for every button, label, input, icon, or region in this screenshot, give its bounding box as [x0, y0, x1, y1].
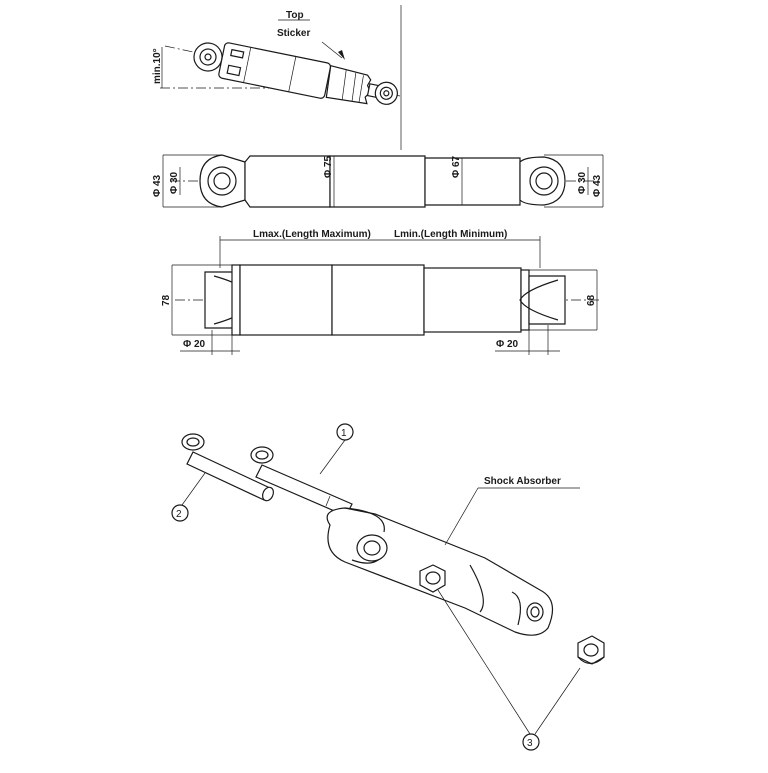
callout-3-number: 3 — [527, 738, 533, 749]
body-step-line — [469, 564, 484, 613]
left-eye-housing — [199, 154, 246, 208]
nut-part-3-loose — [577, 635, 605, 665]
bolt-head-top — [186, 437, 200, 447]
top-view: Φ 43 Φ 30 Φ 75 Φ 67 Φ 30 Φ 43 — [152, 154, 604, 208]
upper-mount-detail — [226, 48, 245, 77]
callout-1-number: 1 — [341, 428, 347, 439]
dia-43-left-label: Φ 43 — [152, 174, 163, 197]
right-eye-ring — [529, 166, 559, 196]
lmax-label: Lmax.(Length Maximum) — [253, 229, 371, 240]
left-eye-hole — [213, 172, 231, 190]
height-78-label: 78 — [161, 294, 172, 306]
bolt-thread-start — [325, 495, 331, 507]
bolt-head-top — [255, 450, 269, 460]
boot-folds — [341, 69, 364, 103]
nut-flange — [577, 656, 605, 665]
front-body-right — [423, 267, 522, 333]
right-bushing-curve — [519, 279, 559, 321]
top-eye-bore — [363, 540, 381, 556]
dia-30-right-label: Φ 30 — [577, 171, 588, 194]
dust-boot — [325, 64, 372, 105]
bolt-part-1 — [250, 446, 353, 517]
right-eye-housing — [519, 156, 566, 206]
upper-body — [218, 42, 332, 99]
right-eye-hole — [535, 172, 553, 190]
front-body-mid — [331, 264, 425, 336]
dia-30-left-label: Φ 30 — [169, 171, 180, 194]
callout-1-circle — [336, 423, 354, 441]
callout-1-leader — [319, 439, 346, 475]
top-eye-bolt — [204, 53, 212, 61]
top-eye-bushing — [356, 534, 388, 562]
bolt-head — [250, 446, 274, 464]
installed-view: min.10° Top Sticker — [152, 5, 402, 150]
dia-67-label: Φ 67 — [451, 155, 462, 178]
main-body-right — [424, 157, 521, 206]
bottom-eye-bore — [530, 606, 540, 618]
front-view: Lmax.(Length Maximum) Lmin.(Length Minim… — [161, 229, 600, 355]
shock-absorber-label: Shock Absorber — [484, 476, 561, 487]
angle-label: min.10° — [152, 48, 163, 84]
shock-side-view — [193, 42, 398, 105]
callout-3-leader-a — [437, 589, 531, 735]
nut-hex — [419, 564, 446, 593]
bottom-eye-outer — [374, 81, 398, 105]
bolt-tip — [261, 486, 275, 502]
top-label: Top — [286, 10, 304, 21]
sticker-leader — [321, 41, 343, 59]
left-flange — [231, 264, 241, 336]
dia-20-left-label: Φ 20 — [183, 339, 206, 350]
dia-20-right-label: Φ 20 — [496, 339, 519, 350]
callout-2-number: 2 — [176, 509, 182, 520]
bottom-eye-bushing — [526, 602, 544, 622]
height-68-label: 68 — [586, 294, 597, 306]
bottom-eye-inner — [379, 86, 393, 100]
body-seam — [243, 47, 252, 83]
top-eye-inner — [199, 48, 217, 66]
callout-2-leader — [181, 472, 206, 506]
dia-43-right-label: Φ 43 — [592, 174, 603, 197]
left-eye-ring — [207, 166, 237, 196]
nut-bore — [583, 643, 599, 657]
shock-label-leader — [444, 487, 479, 546]
bottom-eye-bolt — [383, 90, 390, 97]
front-body-left — [239, 264, 333, 336]
callout-2-circle — [171, 504, 189, 522]
sticker-arrowhead — [338, 50, 345, 60]
sticker-label: Sticker — [277, 28, 310, 39]
main-body-mid — [329, 155, 426, 208]
exploded-assembly-view: 1 2 3 Shock Absorber — [171, 423, 605, 751]
callout-3-leader-b — [534, 667, 581, 735]
lower-eye-edge — [511, 591, 522, 626]
lmin-label: Lmin.(Length Minimum) — [394, 229, 507, 240]
right-flange — [520, 269, 530, 331]
body-seam — [288, 56, 297, 92]
bolt-part-2 — [181, 433, 275, 502]
bolt-head — [181, 433, 205, 451]
nut-part-3-installed — [419, 564, 446, 593]
main-body-left — [244, 155, 331, 208]
nut-bore — [425, 571, 441, 585]
dia-75-label: Φ 75 — [323, 155, 334, 178]
callout-3-circle — [522, 733, 540, 751]
top-mount-edge — [344, 507, 385, 533]
